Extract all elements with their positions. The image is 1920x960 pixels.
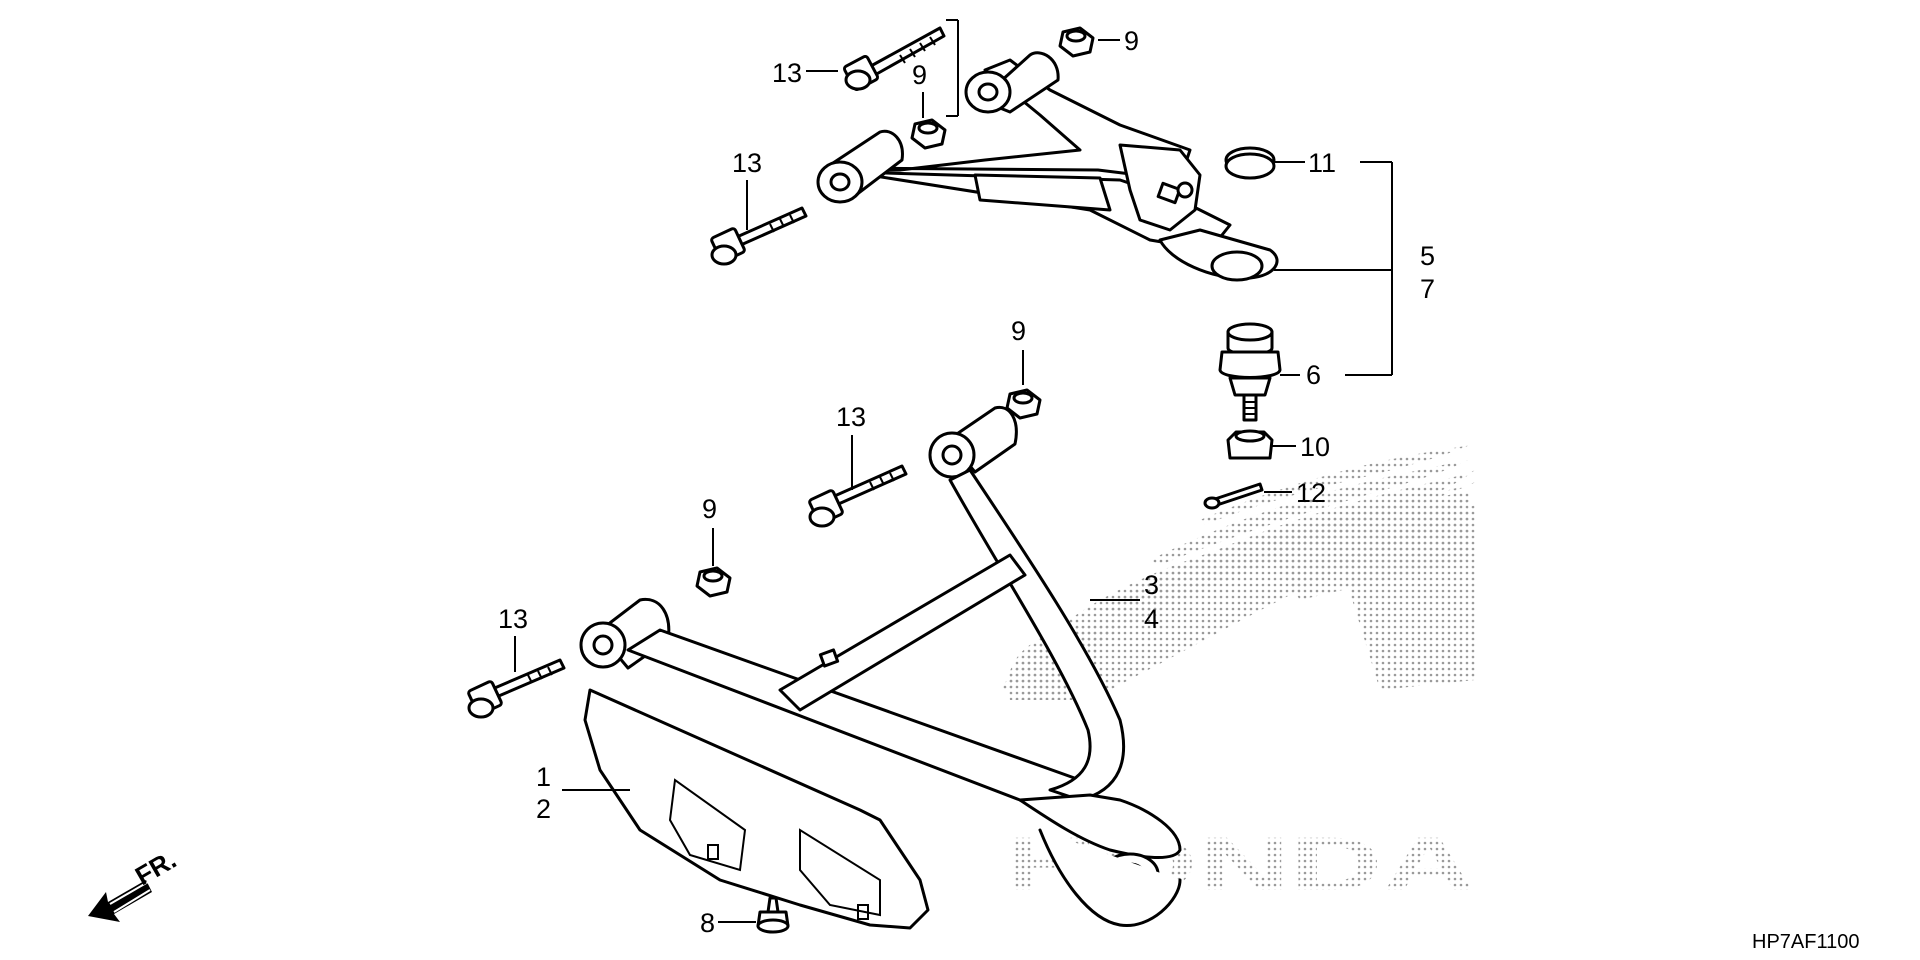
callout-8: 8 [700, 908, 715, 938]
callout-9-top-right: 9 [1124, 26, 1139, 56]
callout-13-lower: 13 [498, 604, 528, 634]
callout-13-top: 13 [772, 58, 802, 88]
callout-13-upper-left: 13 [732, 148, 762, 178]
callout-4: 4 [1144, 604, 1159, 634]
lower-arm [579, 405, 1182, 927]
bolt-13-upper-left [710, 206, 808, 266]
bolt-13-lower [467, 658, 566, 719]
front-label: FR. [130, 844, 181, 891]
nut-9-top-right [1058, 26, 1095, 58]
callout-2: 2 [536, 794, 551, 824]
callout-9-lower: 9 [702, 494, 717, 524]
bolt-13-middle [808, 464, 908, 528]
honda-wing-logo [1000, 445, 1480, 700]
front-arrow [88, 880, 152, 922]
callout-6: 6 [1306, 360, 1321, 390]
leader-lines [514, 19, 1393, 923]
callout-1: 1 [536, 762, 551, 792]
nut-9-middle [1005, 388, 1042, 420]
castle-nut-10 [1226, 429, 1274, 460]
upper-arm [816, 51, 1279, 282]
callout-7: 7 [1420, 274, 1435, 304]
cotter-pin-12 [1203, 482, 1264, 510]
snap-ring-11 [1224, 146, 1276, 180]
callout-9-middle: 9 [1011, 316, 1026, 346]
nut-9-top-left [910, 118, 947, 150]
callout-9-top-left: 9 [912, 60, 927, 90]
nut-9-lower [695, 566, 732, 598]
callout-11: 11 [1308, 148, 1336, 178]
callout-13-middle: 13 [836, 402, 866, 432]
ball-joint-6 [1218, 322, 1282, 422]
callout-12: 12 [1296, 478, 1326, 508]
callouts: 13 9 9 13 11 5 7 6 9 13 10 12 9 3 4 13 1… [498, 26, 1435, 938]
callout-10: 10 [1300, 432, 1330, 462]
callout-3: 3 [1144, 570, 1159, 600]
arm-guard [583, 688, 930, 930]
callout-5: 5 [1420, 241, 1435, 271]
diagram-code: HP7AF1100 [1752, 931, 1859, 953]
bolt-13-top [842, 26, 946, 92]
bolt-8 [756, 896, 790, 934]
